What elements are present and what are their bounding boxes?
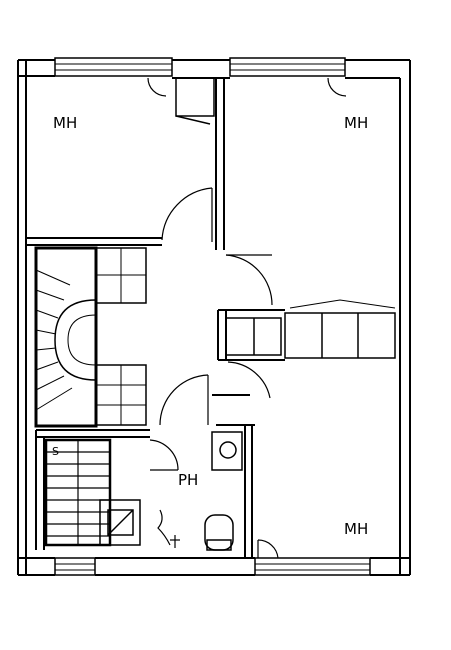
door-swings xyxy=(147,77,347,559)
stair-marker: S xyxy=(52,445,59,458)
room-label-ph: PH xyxy=(178,471,198,489)
outer-walls xyxy=(17,59,411,576)
staircase xyxy=(34,246,147,428)
window-top-right xyxy=(229,57,346,77)
wardrobe xyxy=(225,299,396,359)
room-label-mh-bottom-right: MH xyxy=(344,520,368,538)
closet-top xyxy=(175,77,215,125)
shower-box xyxy=(99,499,141,546)
sink xyxy=(211,431,243,471)
room-label-mh-top-right: MH xyxy=(344,114,368,132)
toilet xyxy=(204,514,234,551)
room-label-mh-top-left: MH xyxy=(53,114,77,132)
lower-stair xyxy=(44,438,112,547)
window-top-left xyxy=(54,57,173,77)
window-bottom-left xyxy=(54,557,96,576)
washer-symbol xyxy=(157,509,180,548)
window-bottom-right xyxy=(254,557,371,576)
